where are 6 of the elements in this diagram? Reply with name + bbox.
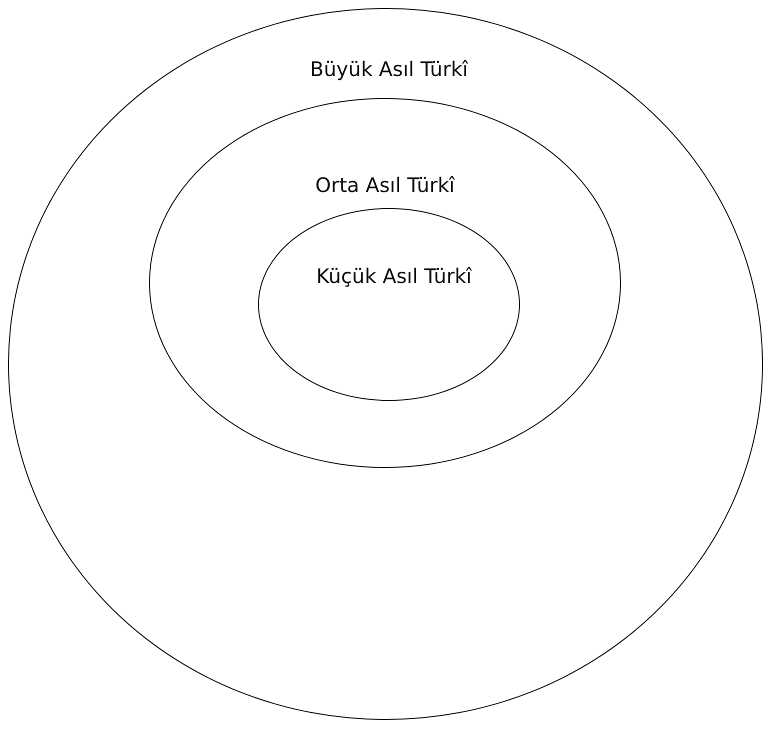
- ellipse-label: Küçük Asıl Türkî: [315, 264, 473, 288]
- ellipse-label: Büyük Asıl Türkî: [309, 57, 469, 81]
- ellipse: [8, 8, 763, 720]
- ellipse: [258, 208, 520, 401]
- ellipse: [149, 98, 621, 468]
- ellipse-label: Orta Asıl Türkî: [314, 173, 456, 197]
